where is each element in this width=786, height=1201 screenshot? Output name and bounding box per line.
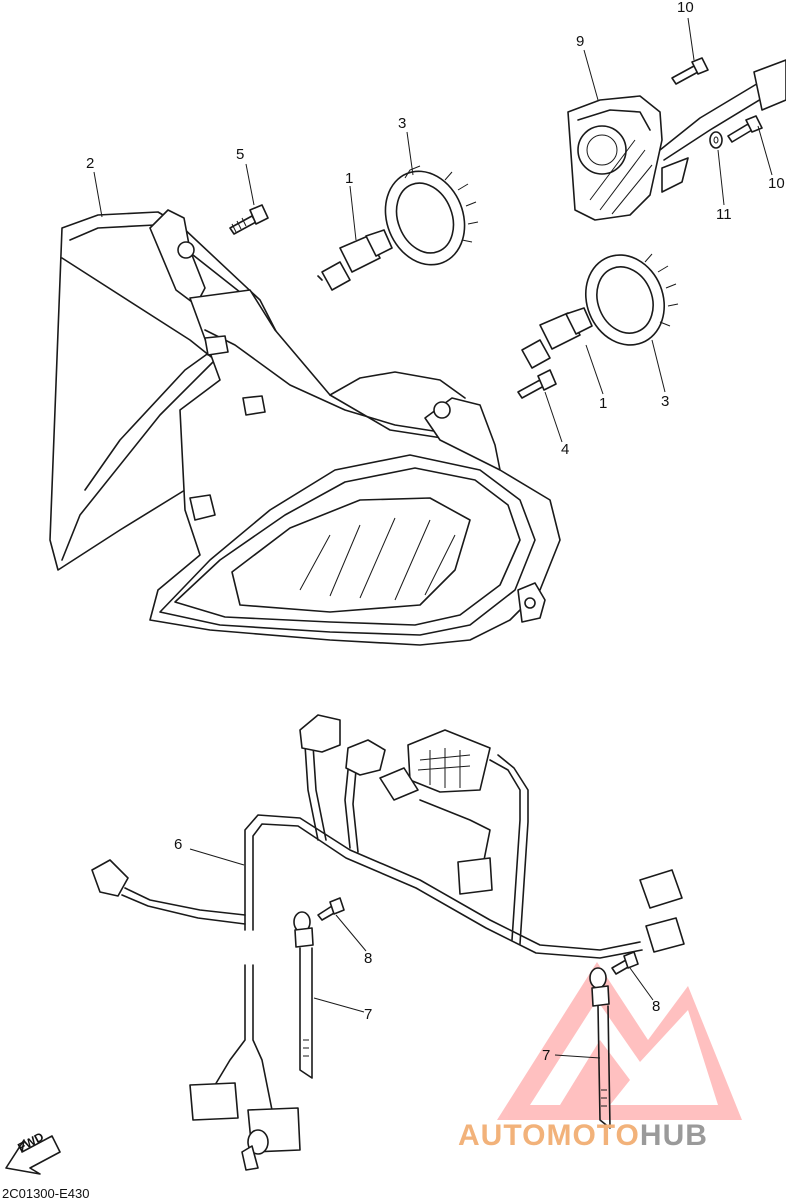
wire-harness-6 <box>91 714 685 1171</box>
callout-1-upper: 1 <box>345 170 354 187</box>
callout-10-lower: 10 <box>768 175 785 192</box>
callout-8-right: 8 <box>652 998 661 1015</box>
bolt-10-upper <box>671 57 709 85</box>
callout-2: 2 <box>86 155 95 172</box>
watermark-brand-accent: AUTOMOTO <box>458 1119 640 1152</box>
cable-tie-7-right <box>589 967 611 1129</box>
cable-tie-7-left <box>293 911 314 1079</box>
callout-9: 9 <box>576 33 585 50</box>
callout-8-left: 8 <box>364 950 373 967</box>
watermark-brand: AUTOMOTOHUB <box>458 1121 708 1151</box>
callout-10-upper: 10 <box>677 0 694 16</box>
callout-6: 6 <box>174 836 183 853</box>
bulb-1-lower <box>521 307 593 369</box>
headlight-assembly <box>49 209 561 646</box>
bolt-10-lower <box>727 115 763 143</box>
callout-4: 4 <box>561 441 570 458</box>
watermark-brand-main: HUB <box>639 1119 708 1152</box>
bolt-8-right <box>611 951 639 975</box>
watermark-logo <box>497 962 742 1120</box>
callout-7-left: 7 <box>364 1006 373 1023</box>
socket-cover-3-upper <box>384 165 479 266</box>
part-code: 2C01300-E430 <box>2 1186 90 1201</box>
position-lamp-9 <box>567 59 786 221</box>
bolt-5 <box>229 204 269 235</box>
callout-lines <box>93 17 773 1059</box>
callout-1-lower: 1 <box>599 395 608 412</box>
socket-cover-3-lower <box>584 253 679 346</box>
callout-5: 5 <box>236 146 245 163</box>
bolt-4 <box>517 369 557 399</box>
callout-3-lower: 3 <box>661 393 670 410</box>
bulb-1-upper <box>317 229 393 291</box>
callout-3-upper: 3 <box>398 115 407 132</box>
callout-11: 11 <box>716 206 732 223</box>
fwd-arrow-icon <box>5 1135 61 1175</box>
bolt-8-left <box>317 897 345 921</box>
washer-11 <box>709 131 723 149</box>
callout-7-right: 7 <box>542 1047 551 1064</box>
